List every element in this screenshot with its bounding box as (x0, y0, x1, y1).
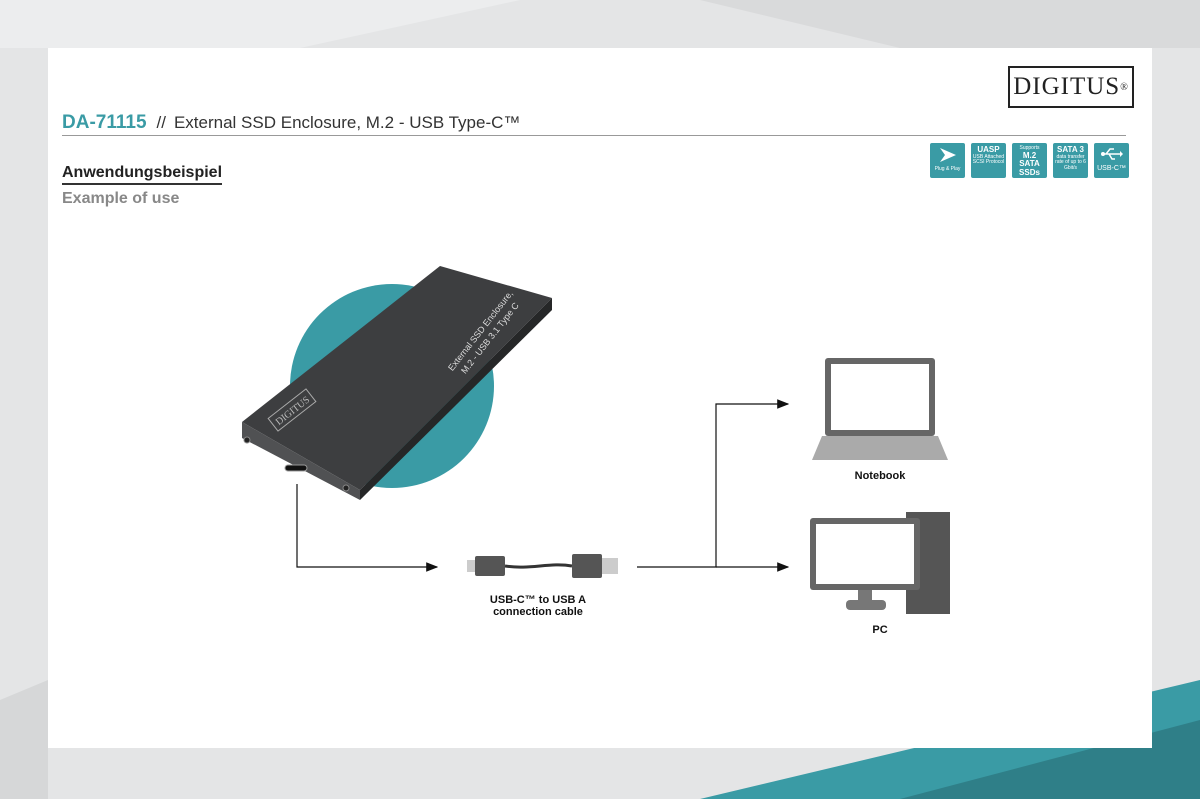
notebook-label: Notebook (854, 470, 906, 482)
section-title-de: Anwendungsbeispiel (62, 164, 223, 185)
arrow-to-cable (296, 484, 439, 572)
badge-title: M.2 SATA SSDs (1019, 150, 1040, 178)
arrow-to-notebook (637, 399, 790, 568)
badge-text: Plug & Play (934, 165, 961, 172)
cable-caption-line2: connection cable (493, 606, 583, 618)
content-card: DIGITUS® DA-71115 // External SSD Enclosur… (48, 48, 1152, 748)
separator: // (156, 113, 166, 132)
play-arrow-icon (939, 148, 956, 162)
badge-text: data transfer rate of up to 6 Gbit/s (1055, 153, 1086, 171)
usb-cable (467, 554, 618, 578)
badge-text: Supports (1019, 145, 1040, 151)
header-divider (62, 135, 1126, 136)
badge-usb-c: USB-C™ (1094, 143, 1129, 178)
badge-text: USB Attached SCSI Protocol (972, 153, 1005, 166)
badge-plug-and-play: Plug & Play (930, 143, 965, 178)
section-title-en: Example of use (62, 190, 180, 207)
notebook-icon (812, 358, 948, 460)
pc-label: PC (872, 624, 888, 636)
ssd-enclosure: DIGITUS External SSD Enclosure, M.2 - US… (242, 266, 552, 500)
cable-caption: USB-C™ to USB A connection cable (470, 594, 606, 618)
badge-text: USB-C™ (1097, 164, 1126, 172)
product-title: External SSD Enclosure, M.2 - USB Type-C… (173, 113, 521, 132)
badge-title: UASP (977, 145, 1000, 154)
cable-caption-line1: USB-C™ to USB A (489, 594, 587, 606)
badge-title: SATA 3 (1057, 145, 1084, 154)
digitus-logo: DIGITUS® (1008, 66, 1134, 108)
page-header: DA-71115 // External SSD Enclosure, M.2 - … (62, 112, 520, 134)
usb-icon (1100, 148, 1123, 160)
pc-icon (810, 512, 950, 614)
product-code: DA-71115 (62, 112, 147, 133)
logo-text: DIGITUS (1013, 73, 1121, 100)
logo-mark: ® (1120, 81, 1129, 93)
